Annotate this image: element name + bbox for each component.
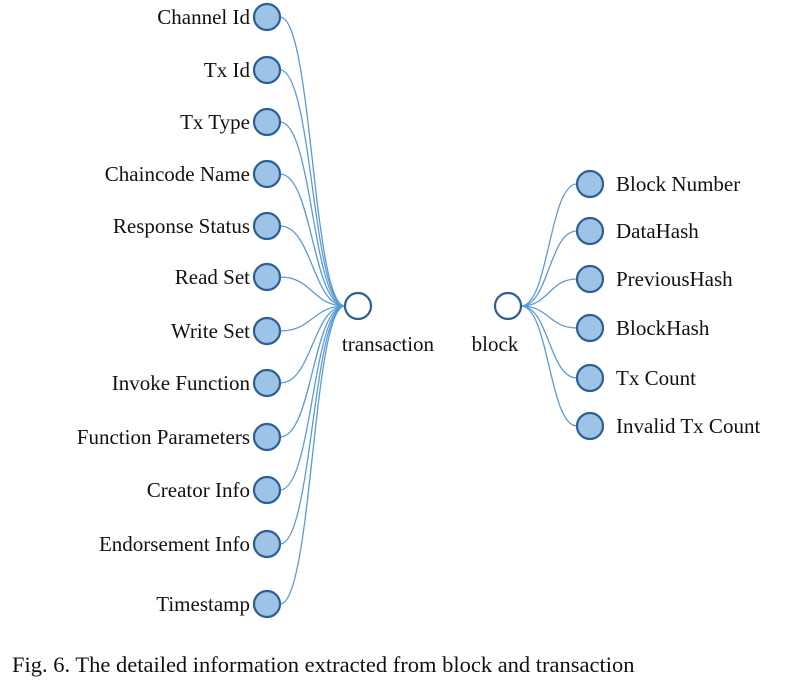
label-channel-id: Channel Id	[157, 5, 250, 29]
label-endorsement-info: Endorsement Info	[99, 532, 250, 556]
label-response-status: Response Status	[113, 214, 250, 238]
link-block-tx-count	[520, 305, 578, 379]
node-invalid-tx-count[interactable]	[575, 411, 605, 441]
figure-caption: Fig. 6. The detailed information extract…	[12, 652, 635, 677]
link-block-datahash	[520, 230, 578, 307]
node-blockhash[interactable]	[575, 313, 605, 343]
label-tx-type: Tx Type	[180, 110, 250, 134]
link-transaction-channel-id	[279, 16, 346, 307]
node-read-set[interactable]	[252, 262, 282, 292]
label-block-root: block	[472, 332, 519, 356]
label-invalid-tx-count: Invalid Tx Count	[616, 414, 760, 438]
node-chaincode-name[interactable]	[252, 159, 282, 189]
label-write-set: Write Set	[171, 319, 250, 343]
link-block-blockhash	[520, 305, 578, 329]
link-transaction-write-set	[279, 305, 346, 332]
node-creator-info[interactable]	[252, 475, 282, 505]
label-block-number: Block Number	[616, 172, 740, 196]
link-block-block-number	[520, 183, 578, 307]
link-transaction-creator-info	[279, 305, 346, 491]
label-blockhash: BlockHash	[616, 316, 710, 340]
label-function-parameters: Function Parameters	[77, 425, 250, 449]
label-creator-info: Creator Info	[147, 478, 250, 502]
link-block-previoushash	[520, 278, 578, 307]
node-tx-type[interactable]	[252, 107, 282, 137]
node-endorsement-info[interactable]	[252, 529, 282, 559]
node-transaction-root[interactable]	[343, 291, 373, 321]
node-response-status[interactable]	[252, 211, 282, 241]
label-chaincode-name: Chaincode Name	[105, 162, 250, 186]
label-tx-count: Tx Count	[616, 366, 696, 390]
label-read-set: Read Set	[175, 265, 250, 289]
node-invoke-function[interactable]	[252, 368, 282, 398]
link-transaction-read-set	[279, 276, 346, 307]
node-block-number[interactable]	[575, 169, 605, 199]
link-transaction-invoke-function	[279, 305, 346, 384]
label-datahash: DataHash	[616, 219, 699, 243]
link-transaction-function-parameters	[279, 305, 346, 438]
label-previoushash: PreviousHash	[616, 267, 733, 291]
label-transaction-root: transaction	[342, 332, 435, 356]
node-timestamp[interactable]	[252, 589, 282, 619]
nodes-layer	[252, 2, 605, 619]
link-transaction-chaincode-name	[279, 173, 346, 307]
label-invoke-function: Invoke Function	[112, 371, 251, 395]
node-block-root[interactable]	[493, 291, 523, 321]
node-write-set[interactable]	[252, 316, 282, 346]
node-datahash[interactable]	[575, 216, 605, 246]
label-timestamp: Timestamp	[156, 592, 250, 616]
link-transaction-response-status	[279, 225, 346, 307]
link-block-invalid-tx-count	[520, 305, 578, 427]
link-transaction-timestamp	[279, 305, 346, 605]
label-tx-id: Tx Id	[204, 58, 251, 82]
node-tx-id[interactable]	[252, 55, 282, 85]
node-tx-count[interactable]	[575, 363, 605, 393]
node-function-parameters[interactable]	[252, 422, 282, 452]
link-transaction-tx-id	[279, 69, 346, 307]
links-layer	[279, 16, 578, 605]
node-channel-id[interactable]	[252, 2, 282, 32]
link-transaction-tx-type	[279, 121, 346, 307]
link-transaction-endorsement-info	[279, 305, 346, 545]
node-previoushash[interactable]	[575, 264, 605, 294]
